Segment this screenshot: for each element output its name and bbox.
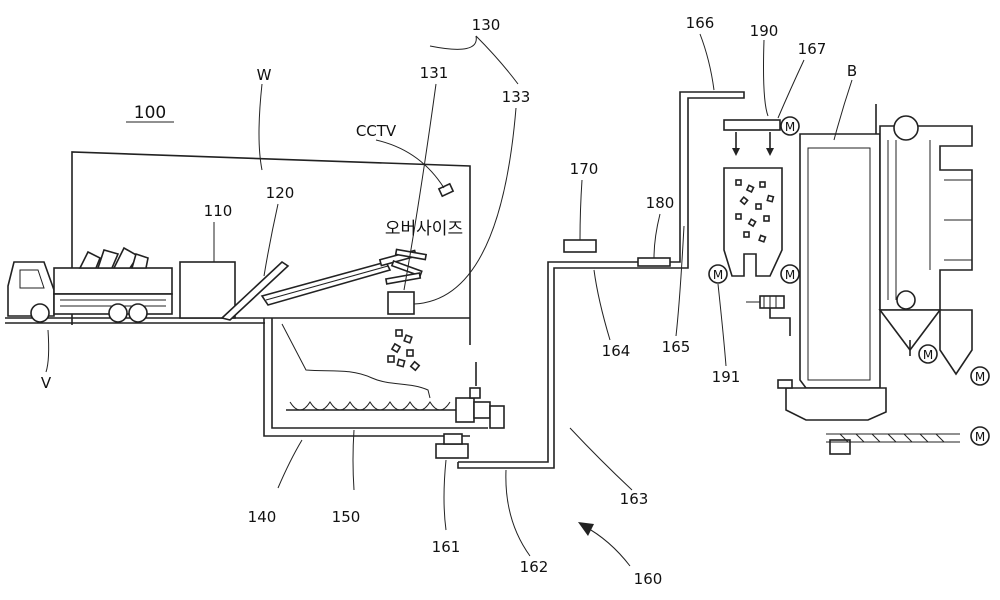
motor-icon-boiler-2: M bbox=[971, 367, 989, 385]
motor-text: M bbox=[713, 268, 723, 282]
label-163: 163 bbox=[620, 490, 649, 508]
boiler bbox=[778, 104, 972, 454]
motor-icon-191-right: M bbox=[781, 265, 799, 283]
motor-text: M bbox=[975, 430, 985, 444]
figure-label: 100 bbox=[134, 103, 166, 123]
label-162: 162 bbox=[520, 558, 549, 576]
motor-icon-screw: M bbox=[971, 427, 989, 445]
unit-110 bbox=[180, 262, 235, 318]
feeder-191 bbox=[746, 296, 790, 336]
motor-icon-boiler-1: M bbox=[919, 345, 937, 363]
cctv-camera bbox=[439, 184, 453, 196]
label-140: 140 bbox=[248, 508, 277, 526]
label-161: 161 bbox=[432, 538, 461, 556]
label-150: 150 bbox=[332, 508, 361, 526]
label-120: 120 bbox=[266, 184, 295, 202]
motor-text: M bbox=[785, 268, 795, 282]
label-180: 180 bbox=[646, 194, 675, 212]
unit-170 bbox=[564, 240, 596, 252]
label-166: 166 bbox=[686, 14, 715, 32]
label-cctv: CCTV bbox=[356, 122, 397, 140]
pit-chunks bbox=[388, 330, 419, 370]
motor-icon-167: M bbox=[781, 117, 799, 135]
label-191: 191 bbox=[712, 368, 741, 386]
label-110: 110 bbox=[204, 202, 233, 220]
unit-161 bbox=[436, 434, 468, 458]
motor-icon-191-left: M bbox=[709, 265, 727, 283]
box-131 bbox=[388, 292, 414, 314]
label-B: B bbox=[847, 62, 857, 80]
motor-text: M bbox=[923, 348, 933, 362]
unit-180 bbox=[638, 258, 670, 266]
label-164: 164 bbox=[602, 342, 631, 360]
label-oversize: 오버사이즈 bbox=[385, 219, 463, 239]
motor-text: M bbox=[975, 370, 985, 384]
pit-140 bbox=[264, 318, 488, 436]
label-167: 167 bbox=[798, 40, 827, 58]
truck bbox=[8, 248, 172, 322]
label-190: 190 bbox=[750, 22, 779, 40]
label-130: 130 bbox=[472, 16, 501, 34]
label-170: 170 bbox=[570, 160, 599, 178]
label-160: 160 bbox=[634, 570, 663, 588]
label-165: 165 bbox=[662, 338, 691, 356]
label-133: 133 bbox=[502, 88, 531, 106]
label-V: V bbox=[41, 374, 52, 392]
screw-150 bbox=[286, 362, 504, 428]
arrow-160 bbox=[578, 522, 630, 566]
label-W: W bbox=[257, 66, 272, 84]
label-131: 131 bbox=[420, 64, 449, 82]
motor-text: M bbox=[785, 120, 795, 134]
